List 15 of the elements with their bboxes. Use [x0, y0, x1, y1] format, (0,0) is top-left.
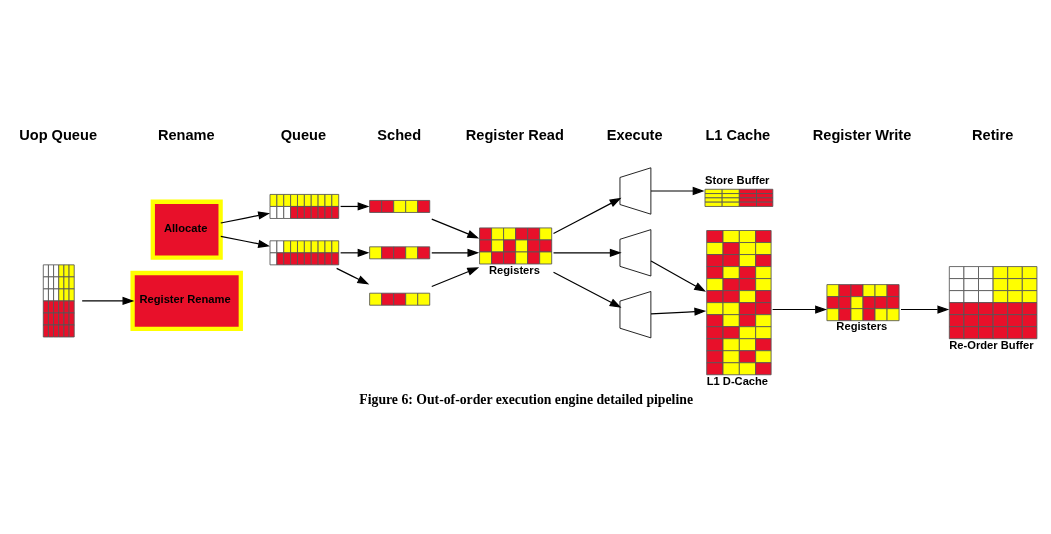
label: Register Read	[465, 126, 564, 143]
node-label: Store Buffer	[704, 173, 770, 186]
label: Rename	[157, 126, 215, 143]
node-label: Registers	[489, 263, 540, 276]
label: Sched	[377, 126, 422, 143]
label: L1 Cache	[705, 126, 771, 143]
node-label: L1 D-Cache	[706, 374, 769, 387]
caption: Figure 6: Out-of-order execution engine detailed pipeline	[359, 391, 693, 407]
node-label: Re-Order Buffer	[949, 338, 1034, 351]
label: Retire	[972, 126, 1014, 143]
label: Uop Queue	[19, 126, 98, 143]
label: Register Write	[812, 126, 912, 143]
label: Execute	[606, 126, 663, 143]
label: Queue	[280, 126, 327, 143]
node-label: Registers	[836, 320, 888, 333]
